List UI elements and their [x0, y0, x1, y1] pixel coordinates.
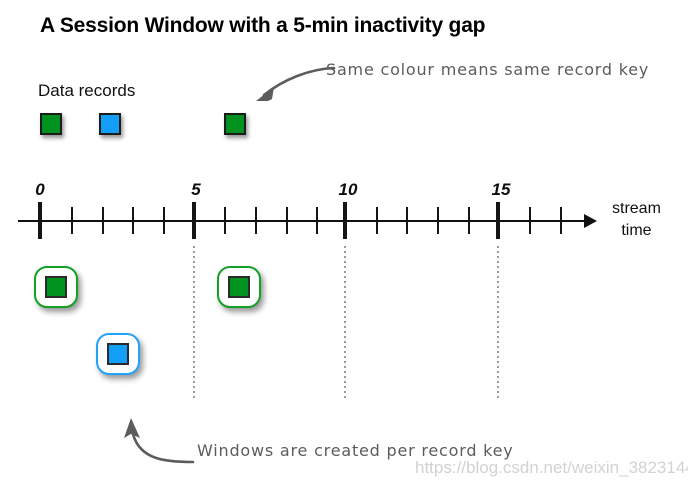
watermark: https://blog.csdn.net/weixin_38231448	[415, 458, 688, 477]
data-records-label: Data records	[38, 81, 136, 100]
axis-minor-tick-2	[102, 207, 104, 234]
stream-time-axis-line	[18, 220, 588, 222]
stream-time-axis-arrowhead	[584, 214, 597, 228]
axis-minor-tick-9	[316, 207, 318, 234]
axis-minor-tick-11	[376, 207, 378, 234]
axis-minor-tick-1	[71, 207, 73, 234]
annotation-bottom-arrow	[124, 418, 195, 464]
session-record-square-blue-1	[107, 343, 129, 365]
axis-minor-tick-8	[286, 207, 288, 234]
axis-minor-tick-6	[224, 207, 226, 234]
guide-line-5	[193, 246, 195, 398]
session-window-green-1	[34, 266, 78, 308]
axis-major-tick-5	[192, 202, 196, 239]
axis-tick-label-15: 15	[491, 180, 511, 199]
page-title: A Session Window with a 5-min inactivity…	[40, 14, 486, 37]
record-square-blue-1	[99, 113, 121, 135]
axis-minor-tick-7	[255, 207, 257, 234]
axis-tick-label-10: 10	[338, 180, 358, 199]
session-record-square-green-1	[45, 276, 67, 298]
axis-major-tick-15	[496, 202, 500, 239]
axis-minor-tick-17	[560, 207, 562, 234]
session-window-blue-1	[96, 333, 140, 375]
axis-minor-tick-4	[163, 207, 165, 234]
axis-caption: stream time	[612, 198, 661, 242]
annotation-windows-per-key-text: Windows are created per record key	[197, 441, 514, 460]
axis-minor-tick-14	[468, 207, 470, 234]
axis-tick-label-5: 5	[191, 180, 201, 199]
axis-major-tick-0	[38, 202, 42, 239]
axis-caption-line-2: time	[621, 222, 652, 239]
session-record-square-green-2	[228, 276, 250, 298]
axis-minor-tick-12	[406, 207, 408, 234]
axis-minor-tick-3	[132, 207, 134, 234]
axis-minor-tick-13	[437, 207, 439, 234]
session-window-green-2	[217, 266, 261, 308]
axis-minor-tick-16	[529, 207, 531, 234]
annotation-top-arrow	[256, 66, 336, 101]
record-square-green-2	[224, 113, 246, 135]
axis-major-tick-10	[343, 202, 347, 239]
annotation-same-colour-text: Same colour means same record key	[326, 60, 650, 79]
guide-line-10	[344, 246, 346, 398]
axis-tick-label-0: 0	[35, 180, 45, 199]
record-square-green-1	[40, 113, 62, 135]
guide-line-15	[497, 246, 499, 398]
axis-caption-line-1: stream	[612, 200, 661, 217]
